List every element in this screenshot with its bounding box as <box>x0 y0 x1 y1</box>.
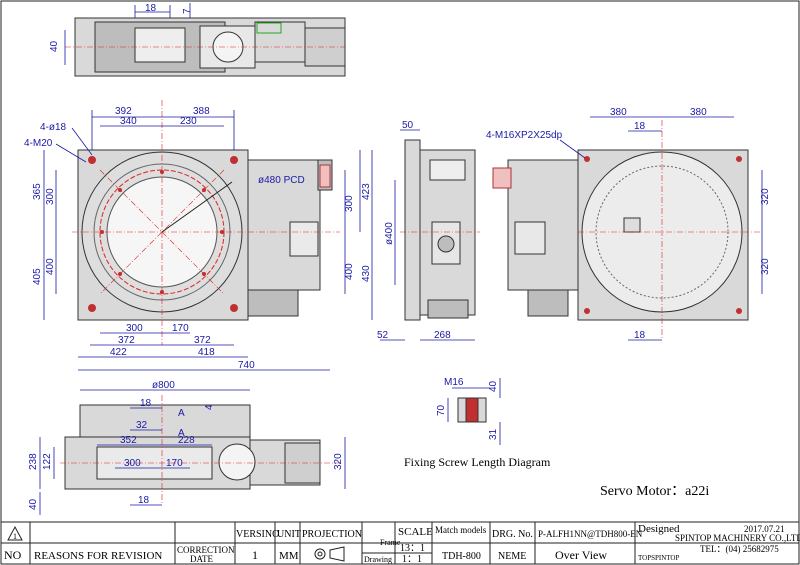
plan-dim-320: 320 <box>333 453 344 470</box>
tb-logo: TOPSPINTOP <box>638 554 679 562</box>
projection-symbol-cone <box>329 546 345 562</box>
screw-dim-40: 40 <box>488 380 499 392</box>
front-dim-372b: 372 <box>194 335 211 346</box>
tb-no: NO <box>4 548 22 562</box>
servo-motor-label: Servo Motor：a22i <box>600 484 709 499</box>
front-dim-300-left: 300 <box>45 188 56 205</box>
front-view: 4-ø18 4-M20 ø480 PCD 392 388 340 230 365… <box>24 100 373 371</box>
front-dim-340: 340 <box>120 116 137 127</box>
screw-dim-70: 70 <box>436 404 447 416</box>
plan-dim-300: 300 <box>124 458 141 469</box>
side-dim-400: ø400 <box>384 222 395 245</box>
plan-dim-122: 122 <box>42 453 53 470</box>
front-dim-740: 740 <box>238 360 255 371</box>
tb-drg-no: DRG. No. <box>492 529 533 540</box>
tb-correction-date: DATE <box>190 554 213 564</box>
projection-symbol-circle <box>314 548 326 560</box>
tb-frame: Frame <box>380 538 401 547</box>
rear-view: 4-M16XP2X25dp 380 380 18 320 320 18 <box>486 107 771 341</box>
plan-dim-352: 352 <box>120 435 137 446</box>
front-dim-422: 422 <box>110 347 127 358</box>
plan-view-motor <box>218 443 256 481</box>
revision-mark: 1 <box>13 532 17 541</box>
tb-drg-no-value: P-ALFH1NN@TDH800-EN <box>538 529 643 539</box>
front-dim-365: 365 <box>32 183 43 200</box>
front-callout-holes18: 4-ø18 <box>40 122 67 133</box>
front-dim-423: 423 <box>361 183 372 200</box>
rear-dim-18a: 18 <box>634 121 646 132</box>
tb-drawing: Drawing <box>364 555 392 564</box>
front-dim-430: 430 <box>361 265 372 282</box>
front-dim-400-right: 400 <box>344 263 355 280</box>
tb-drawing-value: 1：1 <box>402 554 422 565</box>
plan-dim-32: 32 <box>136 420 148 431</box>
plan-dim-18b: 18 <box>138 495 150 506</box>
side-dim-52: 52 <box>377 330 389 341</box>
side-dim-268: 268 <box>434 330 451 341</box>
plan-dim-800: ø800 <box>152 380 175 391</box>
plan-view: ø800 18 A 32 4 A 238 122 352 228 300 170… <box>28 380 346 515</box>
top-view: 18 7 40 <box>49 3 346 77</box>
plan-view-table <box>79 404 251 438</box>
plan-dim-18a: 18 <box>140 398 152 409</box>
tb-view-name: Over View <box>555 548 607 562</box>
top-dim-40: 40 <box>49 40 60 52</box>
tb-reasons: REASONS FOR REVISION <box>34 550 162 562</box>
tb-date: 2017.07.21 <box>744 524 785 534</box>
screw-dim-31: 31 <box>488 428 499 440</box>
plan-dim-228: 228 <box>178 435 195 446</box>
front-callout-m20: 4-M20 <box>24 138 53 149</box>
plan-dim-4: 4 <box>204 404 215 410</box>
tb-neme: NEME <box>498 551 526 562</box>
front-callout-pcd: ø480 PCD <box>258 175 305 186</box>
screw-dim-m16: M16 <box>444 377 464 388</box>
tb-designed: Designed <box>638 523 680 535</box>
front-dim-300-bottom: 300 <box>126 323 143 334</box>
rear-dim-320b: 320 <box>760 258 771 275</box>
rear-dim-18b: 18 <box>634 330 646 341</box>
tb-unit-value: MM <box>279 550 299 562</box>
tb-unit: UNIT <box>277 529 301 540</box>
front-dim-388: 388 <box>193 106 210 117</box>
plan-dim-238: 238 <box>28 453 39 470</box>
screw-diagram: M16 40 70 31 Fixing Screw Length Diagram <box>404 377 551 469</box>
tb-company: SPINTOP MACHINERY CO.,LTD. <box>675 533 800 543</box>
top-dim-7: 7 <box>182 8 193 14</box>
title-block: 1 NO REASONS FOR REVISION CORRECTION DAT… <box>0 521 800 565</box>
rear-dim-380b: 380 <box>690 107 707 118</box>
front-dim-300-right: 300 <box>344 195 355 212</box>
front-dim-400-left: 400 <box>45 258 56 275</box>
plan-dim-40: 40 <box>28 498 39 510</box>
front-dim-405: 405 <box>32 268 43 285</box>
front-dim-392: 392 <box>115 106 132 117</box>
tb-model-value: TDH-800 <box>442 551 481 562</box>
plan-dim-a-bottom: A <box>178 428 185 439</box>
side-dim-50: 50 <box>402 120 414 131</box>
rear-dim-320a: 320 <box>760 188 771 205</box>
plan-dim-170: 170 <box>166 458 183 469</box>
plan-dim-a-top: A <box>178 408 185 419</box>
front-dim-418: 418 <box>198 347 215 358</box>
tb-projection: PROJECTION <box>302 529 362 540</box>
front-dim-230: 230 <box>180 116 197 127</box>
side-view: 50 ø400 52 268 <box>377 120 480 341</box>
tb-version-value: 1 <box>252 548 258 562</box>
top-dim-18: 18 <box>145 3 157 14</box>
front-dim-372a: 372 <box>118 335 135 346</box>
screw-diagram-label: Fixing Screw Length Diagram <box>404 455 551 469</box>
tb-phone: TEL：(04) 25682975 <box>700 544 779 554</box>
front-dim-170: 170 <box>172 323 189 334</box>
tb-versino: VERSINO <box>236 529 279 540</box>
tb-frame-value: 13：1 <box>400 543 425 554</box>
rear-dim-380a: 380 <box>610 107 627 118</box>
tb-match-models: Match models <box>435 525 487 535</box>
rear-callout-m16: 4-M16XP2X25dp <box>486 130 563 141</box>
tb-correction: CORRECTION <box>177 545 235 555</box>
tb-scale: SCALE <box>398 526 433 538</box>
